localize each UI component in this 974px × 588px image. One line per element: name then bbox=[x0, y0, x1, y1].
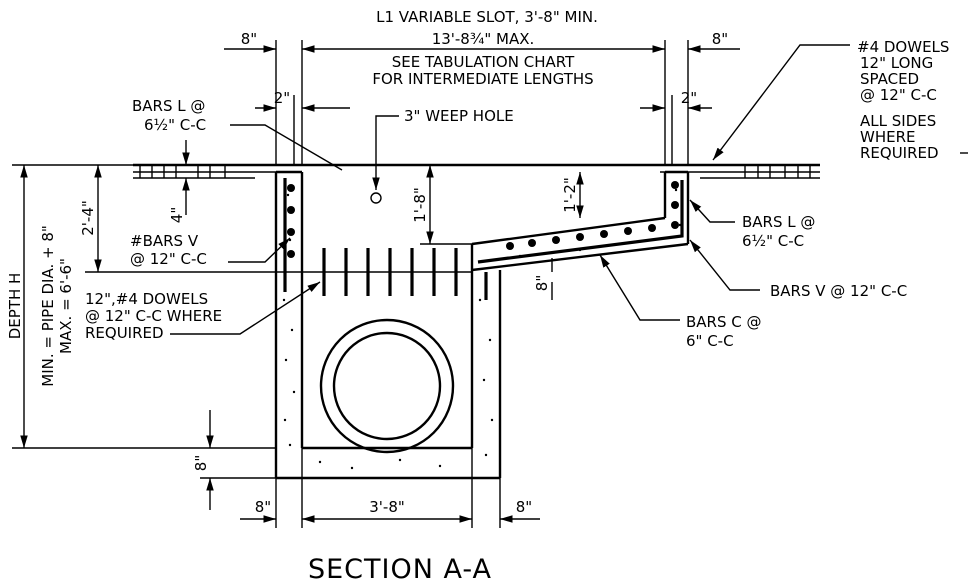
leader-lines bbox=[170, 44, 968, 335]
dowels-12-line-1: 12",#4 DOWELS bbox=[85, 290, 208, 308]
section-title: SECTION A-A bbox=[308, 554, 492, 585]
dim-2-left: 2" bbox=[274, 89, 290, 107]
dim-3-8: 3'-8" bbox=[369, 498, 405, 516]
dowels-4-line-4: @ 12" C-C bbox=[860, 86, 937, 104]
dowels-4-line-7: REQUIRED bbox=[860, 144, 939, 162]
dim-8-top-right: 8" bbox=[712, 30, 728, 48]
dim-max: 13'-8¾" MAX. bbox=[432, 30, 535, 48]
dim-8-top-left: 8" bbox=[241, 30, 257, 48]
pavement-hatch-left bbox=[133, 165, 255, 179]
dim-1-2: 1'-2" bbox=[561, 177, 579, 213]
inlet-structure bbox=[133, 163, 820, 480]
dim-4: 4" bbox=[168, 207, 186, 223]
weep-hole-label: 3" WEEP HOLE bbox=[404, 107, 514, 125]
bars-v-right-label: BARS V @ 12" C-C bbox=[770, 282, 907, 300]
weep-hole bbox=[370, 192, 382, 204]
dowels-4-line-3: SPACED bbox=[860, 70, 919, 88]
bars-c-line-2: 6" C-C bbox=[686, 332, 734, 350]
bars-v-left-line-2: @ 12" C-C bbox=[130, 250, 207, 268]
dowels-4-line-6: WHERE bbox=[860, 128, 916, 146]
pavement-hatch-right bbox=[700, 165, 820, 179]
dim-8-bottom-right: 8" bbox=[516, 498, 532, 516]
pipe-inner bbox=[332, 331, 442, 441]
bars-l-left-line-1: BARS L @ bbox=[132, 97, 205, 115]
dowels-12-line-2: @ 12" C-C WHERE bbox=[85, 307, 222, 325]
concrete-stipple bbox=[282, 188, 682, 470]
bars-c-line-1: BARS C @ bbox=[686, 313, 762, 331]
rebar bbox=[283, 178, 684, 300]
bars-l-right-line-1: BARS L @ bbox=[742, 213, 815, 231]
tab-chart-line-2: FOR INTERMEDIATE LENGTHS bbox=[372, 70, 593, 88]
dowels-12-line-3: REQUIRED bbox=[85, 324, 164, 342]
dim-1-8: 1'-8" bbox=[411, 187, 429, 223]
text-labels: L1 VARIABLE SLOT, 3'-8" MIN. 8" 13'-8¾" … bbox=[6, 8, 949, 585]
tab-chart-line-1: SEE TABULATION CHART bbox=[392, 53, 575, 71]
depth-max-label: MAX. = 6'-6" bbox=[57, 258, 75, 354]
dowels-4-line-1: #4 DOWELS bbox=[857, 38, 949, 56]
dowels-4-line-5: ALL SIDES bbox=[860, 112, 936, 130]
l1-slot-label: L1 VARIABLE SLOT, 3'-8" MIN. bbox=[376, 8, 598, 26]
dimension-lines bbox=[12, 40, 740, 528]
dowels-4-line-2: 12" LONG bbox=[860, 54, 933, 72]
depth-h-label: DEPTH H bbox=[6, 273, 24, 340]
dim-8-mid: 8" bbox=[533, 275, 551, 291]
pipe-outer bbox=[319, 318, 455, 454]
dim-2-right: 2" bbox=[681, 89, 697, 107]
bars-l-right-line-2: 6½" C-C bbox=[742, 232, 804, 250]
depth-min-label: MIN. = PIPE DIA. + 8" bbox=[39, 225, 57, 387]
dim-2-4: 2'-4" bbox=[79, 200, 97, 236]
bars-v-left-line-1: #BARS V bbox=[130, 232, 199, 250]
dim-8-bottom-left: 8" bbox=[255, 498, 271, 516]
bars-l-left-line-2: 6½" C-C bbox=[144, 116, 206, 134]
dim-8-floor: 8" bbox=[192, 455, 210, 471]
